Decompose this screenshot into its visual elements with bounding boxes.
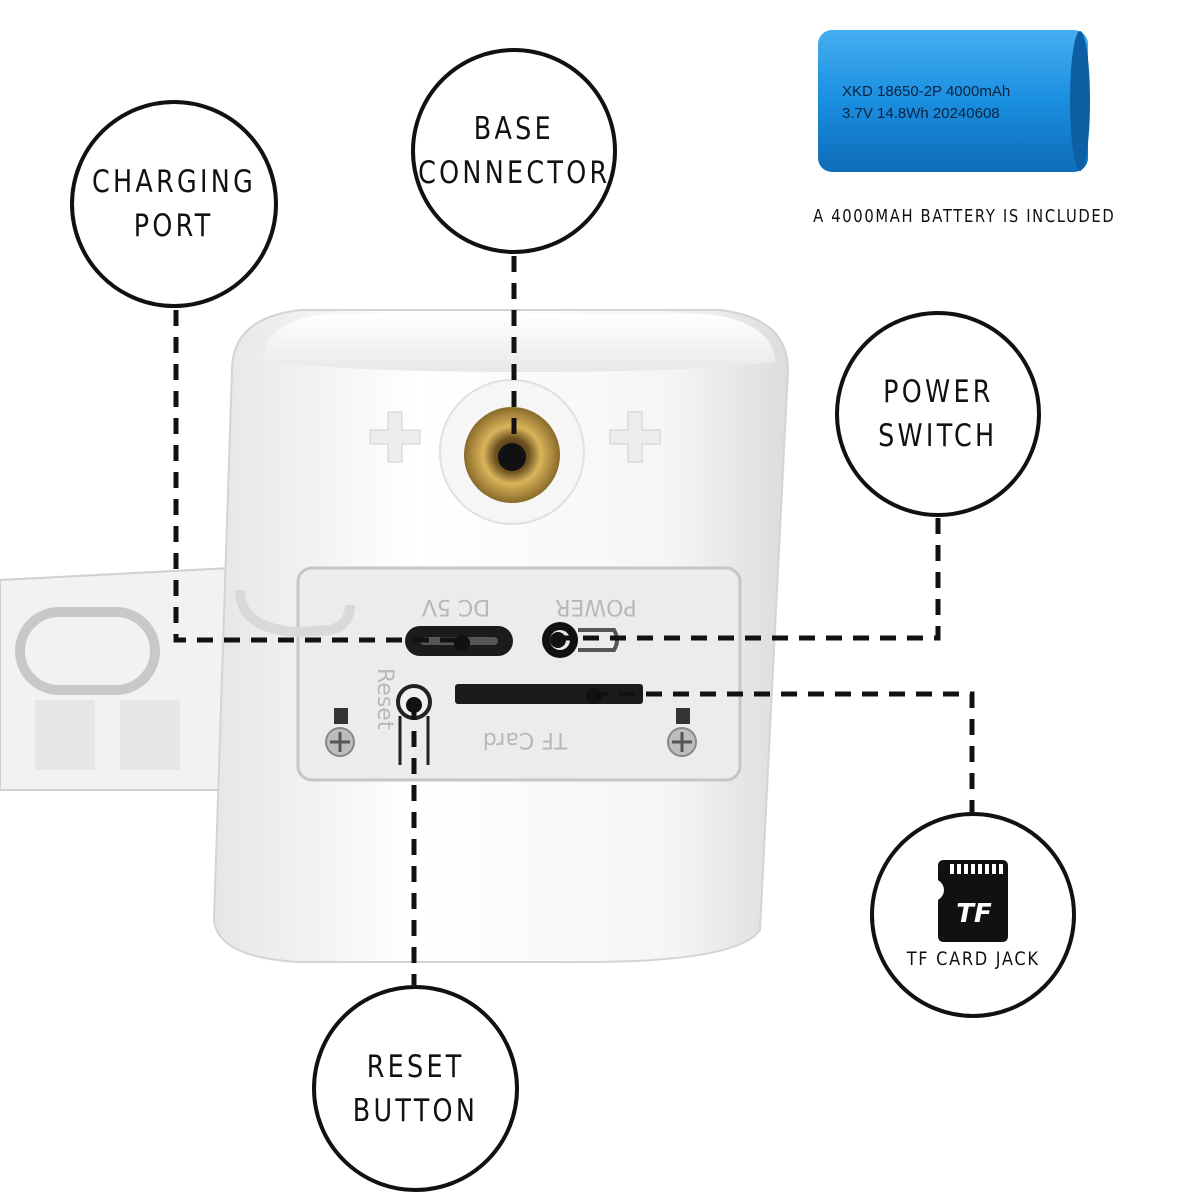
dot-charging [454, 635, 470, 651]
battery-label-line1: XKD 18650-2P 4000mAh [842, 83, 1010, 100]
power-switch-callout: POWER SWITCH [835, 311, 1041, 517]
camera-body [212, 309, 790, 963]
tf-card-jack-callout: TF TF CARD JACK [870, 812, 1076, 1018]
tf-card-port-label: TF Card [483, 727, 569, 752]
reset-button-callout: RESET BUTTON [312, 985, 519, 1192]
battery-label-line2: 3.7V 14.8Wh 20240608 [842, 105, 1000, 122]
reset-button-label-line1: RESET [366, 1048, 465, 1085]
dot-base [506, 452, 522, 468]
dc-label-2: DC 5V [422, 594, 490, 619]
tf-icon-text: TF [956, 899, 992, 929]
power-switch-label-line1: POWER [882, 374, 994, 410]
dot-power [550, 632, 566, 648]
leader-tf [592, 691, 975, 812]
charging-port-label-line1: CHARGING [91, 164, 257, 200]
battery-caption: A 4000MAH BATTERY IS INCLUDED [780, 206, 1125, 227]
reset-port-label: Reset [372, 668, 397, 730]
power-port-label: POWER [555, 594, 637, 619]
base-connector-callout: BASE CONNECTOR [411, 48, 617, 254]
dot-reset [406, 697, 422, 713]
leader-charging [173, 310, 462, 643]
leader-lines [173, 256, 975, 985]
leader-dots [406, 452, 602, 713]
base-connector-label-line2: CONNECTOR [417, 155, 611, 191]
dot-tf [586, 688, 602, 704]
base-connector-label-line1: BASE [473, 111, 555, 147]
reset-button-label-line2: BUTTON [352, 1092, 479, 1129]
battery-caption-text: A 4000MAH BATTERY IS INCLUDED [813, 206, 1116, 227]
battery: XKD 18650-2P 4000mAh 3.7V 14.8Wh 2024060… [818, 30, 1090, 172]
charging-port-label-line2: PORT [134, 208, 214, 244]
tf-card-icon: TF [938, 860, 1008, 942]
charging-port-callout: CHARGING PORT [70, 100, 278, 308]
leader-power [560, 518, 941, 641]
power-switch-label-line2: SWITCH [878, 418, 998, 454]
tf-card-jack-label: TF CARD JACK [906, 948, 1040, 970]
